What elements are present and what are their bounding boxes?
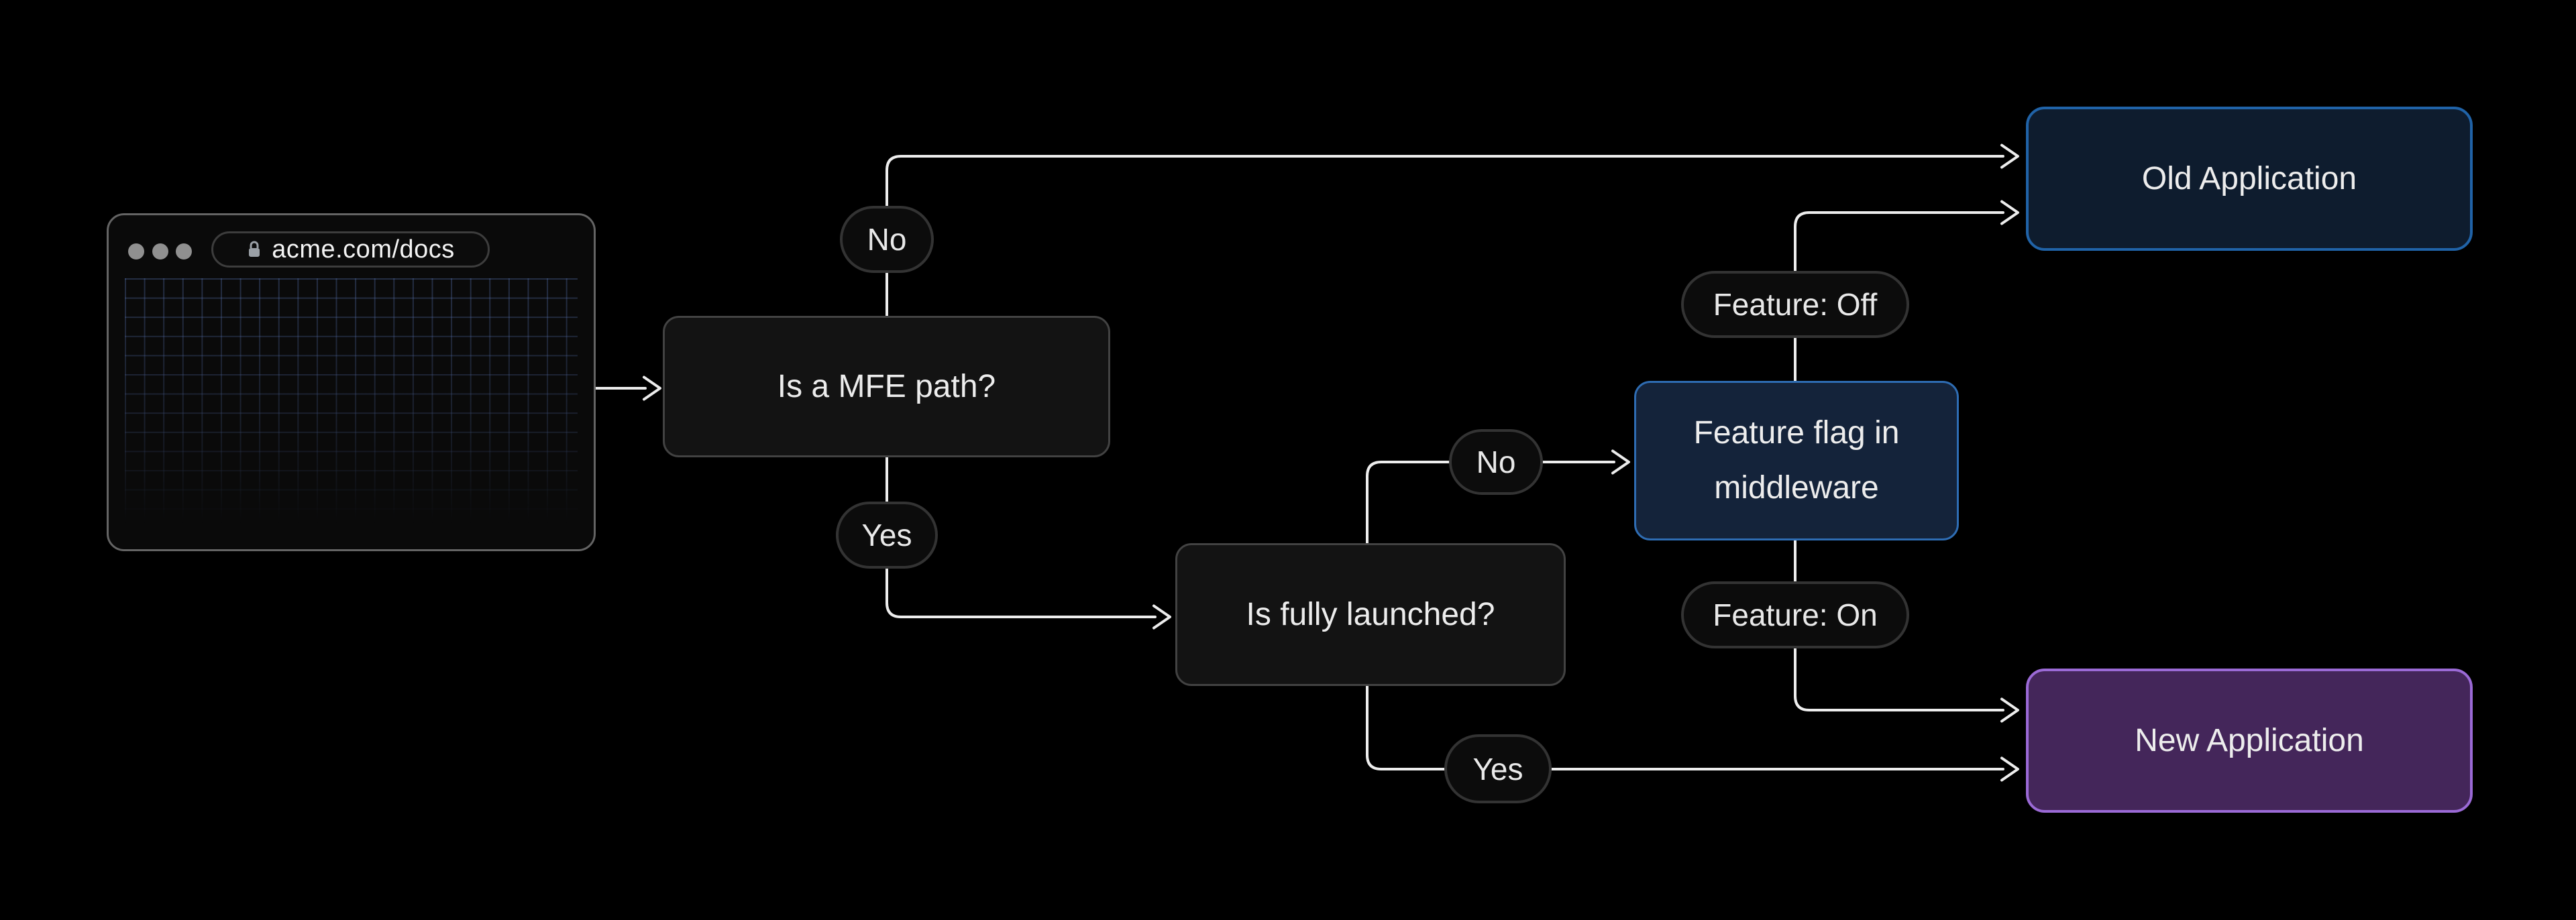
edge-feature-on [1794, 539, 2019, 723]
edge-browser-to-mfe [594, 376, 661, 401]
node-new-application-label: New Application [2135, 722, 2364, 758]
node-is-mfe-path: Is a MFE path? [663, 316, 1110, 457]
edge-label-launch-yes: Yes [1444, 734, 1552, 803]
edge-mfe-no [885, 143, 2019, 317]
edge-label-launch-yes-text: Yes [1472, 751, 1523, 787]
edge-launch-yes [1366, 685, 2019, 782]
edge-label-mfe-yes-text: Yes [861, 518, 912, 553]
node-feature-flag-middleware-label: Feature flag in middleware [1693, 415, 1900, 506]
edge-label-launch-no: No [1449, 429, 1543, 495]
window-button-zoom-icon [176, 243, 192, 260]
edge-label-mfe-no: No [840, 206, 934, 273]
browser-window: acme.com/docs [107, 213, 596, 551]
edge-label-mfe-yes: Yes [836, 502, 938, 569]
node-old-application-label: Old Application [2141, 160, 2357, 196]
edge-feature-off [1794, 200, 2019, 382]
edge-label-launch-no-text: No [1476, 445, 1516, 479]
edge-launch-no [1366, 449, 1630, 544]
edge-label-feature-off: Feature: Off [1681, 271, 1909, 338]
edge-label-feature-off-text: Feature: Off [1713, 287, 1878, 322]
lock-icon [249, 241, 260, 257]
window-button-minimize-icon [152, 243, 168, 260]
node-old-application: Old Application [2026, 107, 2473, 251]
node-new-application: New Application [2026, 669, 2473, 813]
node-feature-flag-middleware: Feature flag in middleware [1634, 381, 1959, 540]
url-text: acme.com/docs [272, 235, 455, 264]
url-bar: acme.com/docs [211, 231, 490, 268]
node-is-fully-launched-label: Is fully launched? [1246, 596, 1495, 632]
edge-label-feature-on-text: Feature: On [1713, 597, 1878, 632]
edge-label-feature-on: Feature: On [1681, 581, 1909, 648]
edge-mfe-yes [885, 456, 1171, 630]
node-is-mfe-path-label: Is a MFE path? [777, 368, 996, 404]
window-button-close-icon [128, 243, 144, 260]
node-is-fully-launched: Is fully launched? [1175, 543, 1566, 686]
edge-label-mfe-no-text: No [867, 222, 907, 257]
browser-content-grid [125, 278, 578, 540]
